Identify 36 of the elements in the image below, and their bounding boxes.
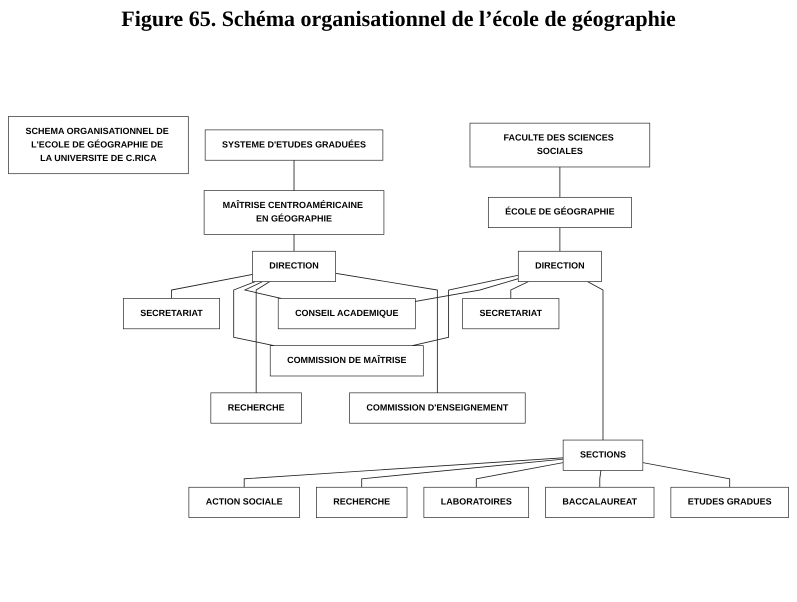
connector — [510, 281, 529, 299]
figure-title: Figure 65. Schéma organisationnel de l’école de géographie — [121, 6, 676, 32]
connector — [599, 470, 602, 488]
node-box: CONSEIL ACADEMIQUE — [278, 298, 416, 330]
node-box: COMMISSION DE MAÎTRISE — [270, 345, 424, 376]
connector — [587, 281, 604, 440]
connector — [412, 274, 519, 346]
connector — [233, 281, 274, 346]
connector — [335, 272, 438, 394]
connector — [559, 166, 560, 198]
connector — [414, 278, 519, 302]
node-box: SCHEMA ORGANISATIONNEL DE L'ECOLE DE GÉOGRAPHIE DE LA UNIVERSITE DE C.RICA — [8, 116, 189, 174]
node-box: ÉCOLE DE GÉOGRAPHIE — [488, 196, 632, 228]
node-box: SYSTEME D'ETUDES GRADUÉES — [204, 130, 384, 161]
connector — [642, 462, 730, 488]
node-box: COMMISSION D'ENSEIGNEMENT — [349, 392, 526, 424]
connector — [244, 281, 282, 299]
node-box: ACTION SOCIALE — [188, 486, 300, 518]
node-box: ETUDES GRADUES — [670, 486, 789, 518]
connector — [244, 457, 564, 488]
connector — [256, 281, 270, 394]
connector — [361, 458, 564, 488]
node-box: DIRECTION — [518, 250, 602, 282]
node-box: FACULTE DES SCIENCES SOCIALES — [470, 122, 650, 168]
node-box: SECRETARIAT — [462, 298, 560, 330]
connector — [476, 462, 564, 488]
node-box: DIRECTION — [252, 250, 336, 282]
node-box: RECHERCHE — [316, 486, 408, 518]
connector — [171, 274, 253, 299]
node-box: SECTIONS — [562, 440, 644, 471]
node-box: RECHERCHE — [210, 392, 302, 424]
node-box: BACCALAUREAT — [545, 486, 654, 518]
node-box: SECRETARIAT — [123, 298, 220, 330]
node-box: LABORATOIRES — [424, 486, 530, 518]
node-box: MAÎTRISE CENTROAMÉRICAINE EN GÉOGRAPHIE — [204, 190, 384, 235]
connector — [559, 227, 560, 252]
